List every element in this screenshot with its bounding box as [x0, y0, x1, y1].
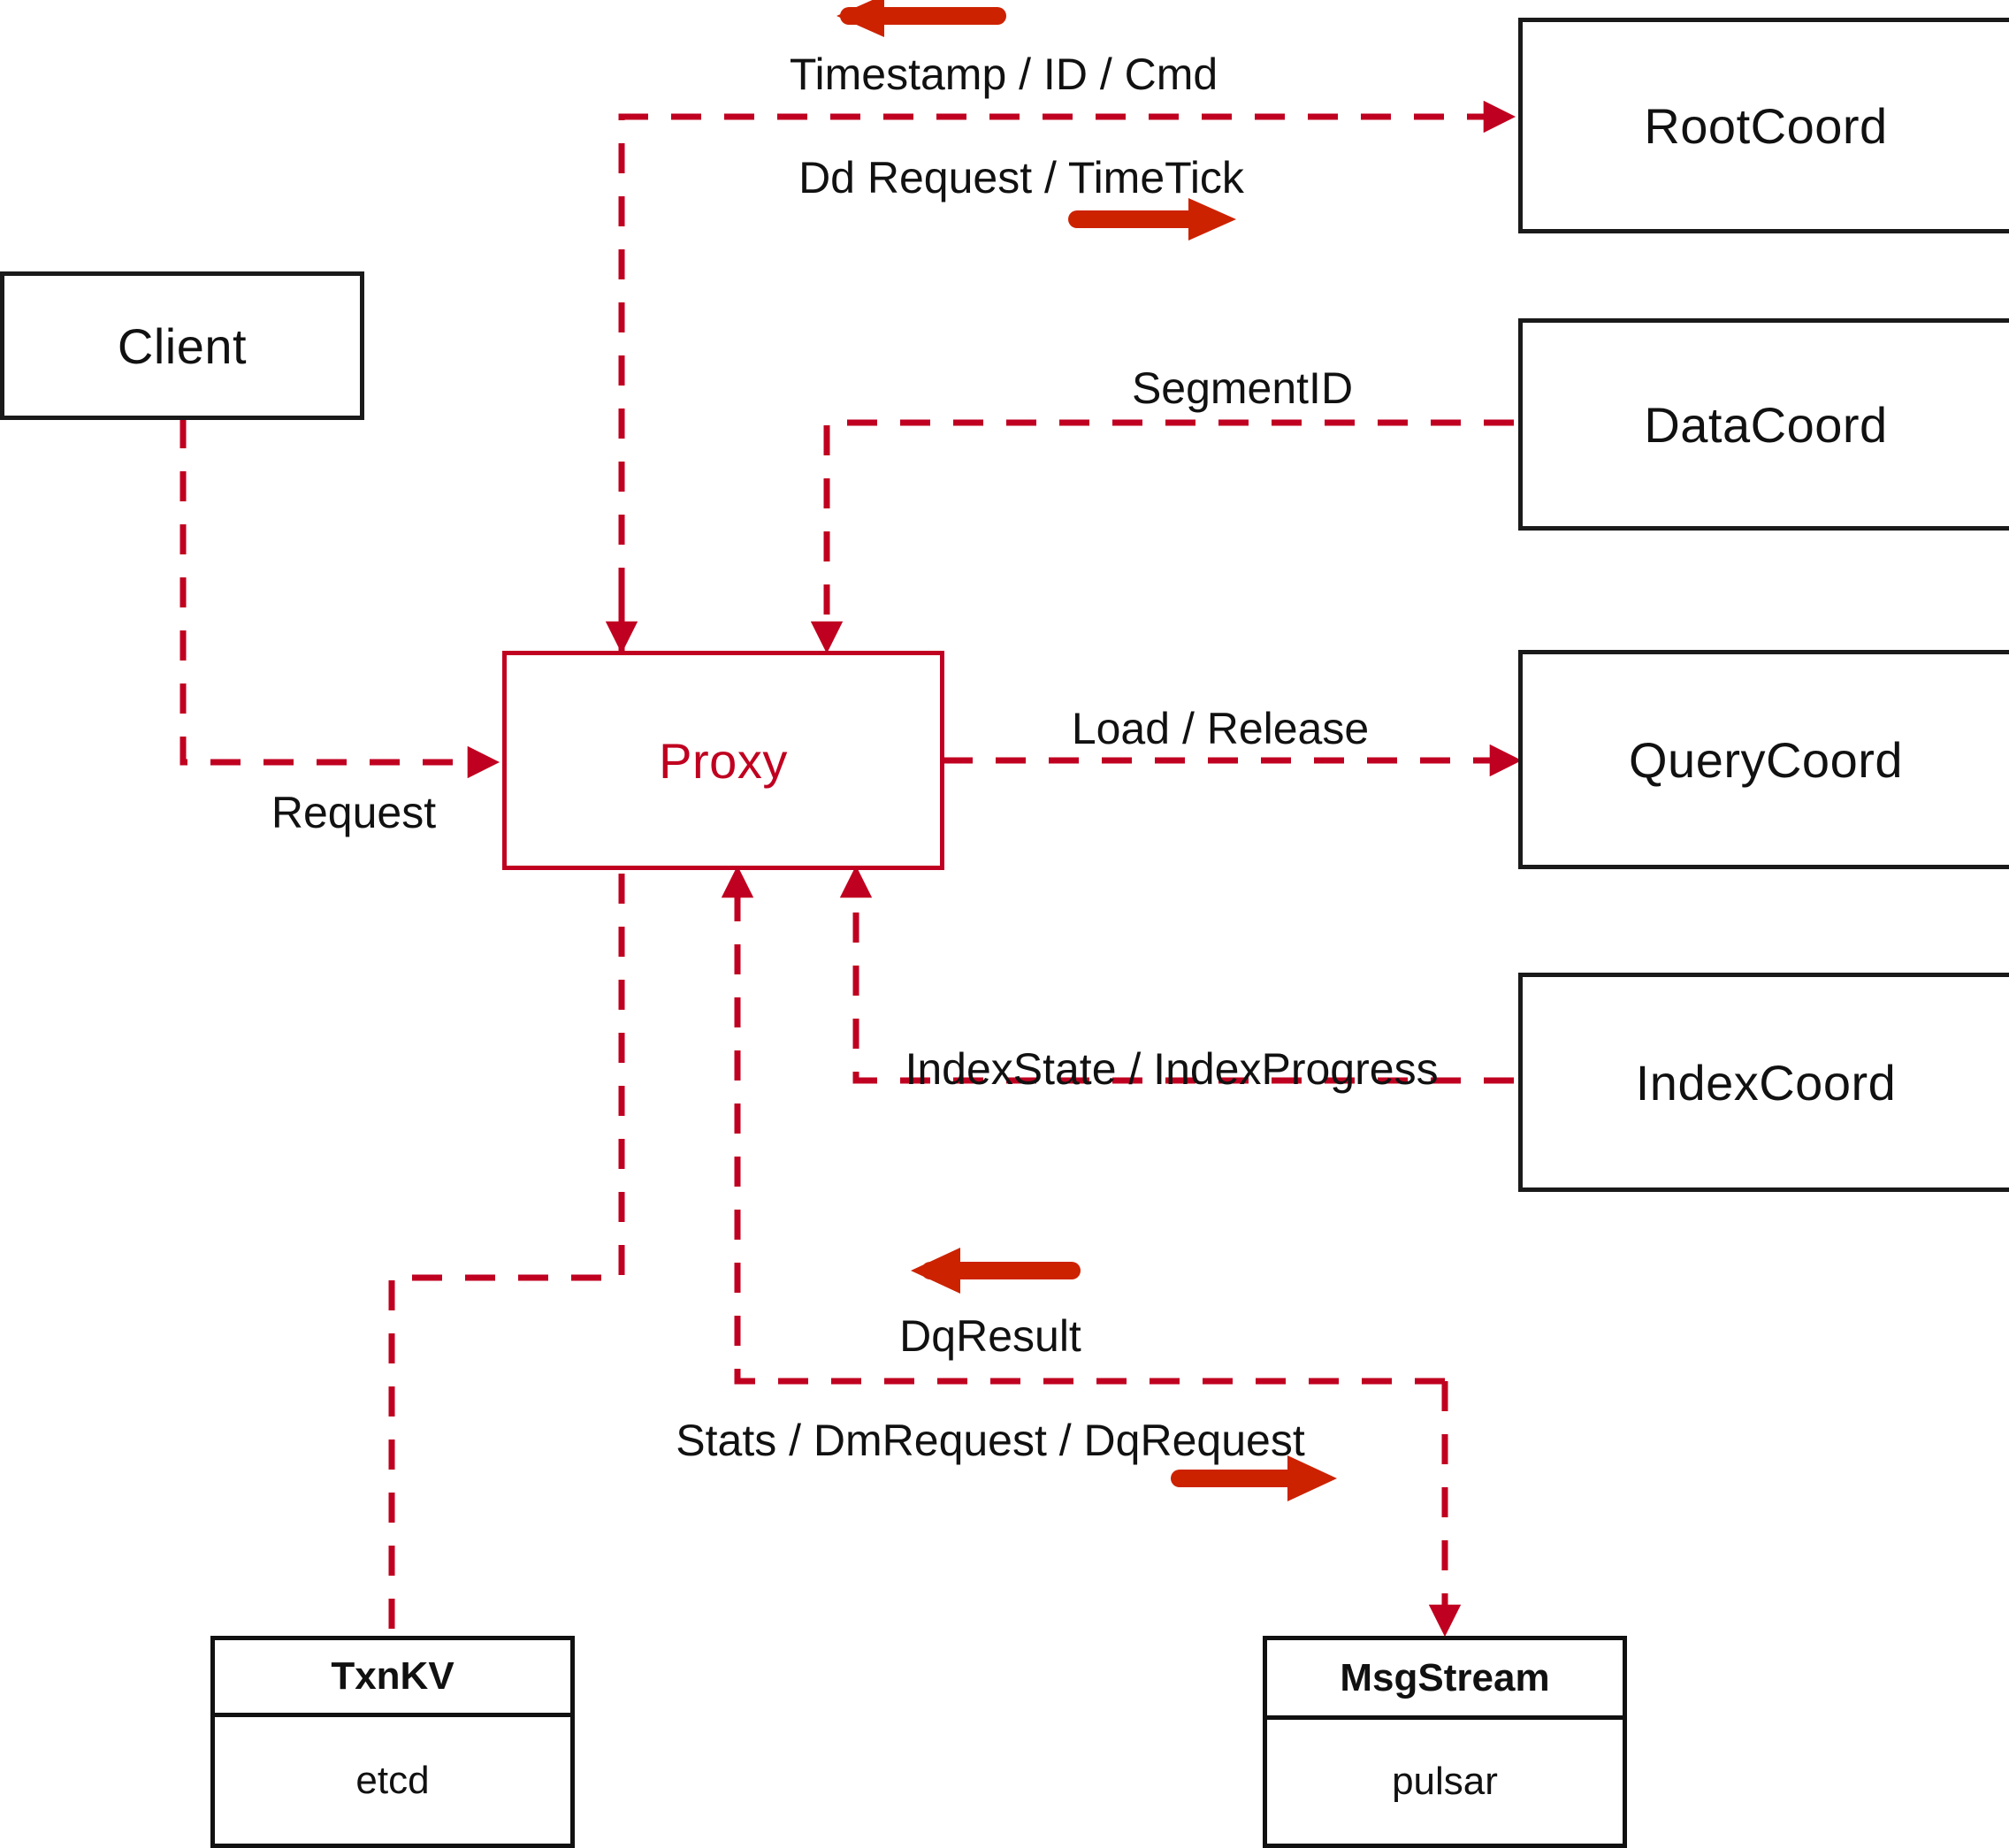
- node-querycoord-label: QueryCoord: [1628, 731, 1904, 788]
- node-msgstream-title: MsgStream: [1340, 1655, 1550, 1699]
- node-msgstream[interactable]: MsgStream pulsar: [1263, 1636, 1627, 1848]
- edge-label-dq-result: DqResult: [899, 1311, 1081, 1361]
- direction-arrow-dd-request-timetick: [1068, 198, 1236, 241]
- node-querycoord[interactable]: QueryCoord: [1518, 650, 2009, 869]
- edge-label-request: Request: [271, 788, 437, 837]
- edge-indexcoord-to-proxy: [839, 865, 1514, 1084]
- node-txnkv-body: etcd: [215, 1717, 570, 1844]
- edge-label-timestamp-id-cmd: Timestamp / ID / Cmd: [789, 50, 1218, 99]
- node-txnkv-impl: etcd: [355, 1758, 430, 1802]
- direction-arrow-stats-dm-dq-request: [1171, 1455, 1337, 1501]
- edge-proxy-to-txnkv: [388, 874, 625, 1636]
- node-indexcoord[interactable]: IndexCoord: [1518, 973, 2009, 1192]
- edge-label-dd-request-timetick: Dd Request / TimeTick: [798, 153, 1244, 202]
- direction-arrow-dq-result: [911, 1248, 1081, 1294]
- edge-label-index-state-progress: IndexState / IndexProgress: [905, 1044, 1439, 1094]
- node-txnkv[interactable]: TxnKV etcd: [210, 1636, 575, 1848]
- node-txnkv-header: TxnKV: [215, 1640, 570, 1717]
- edge-label-stats-dm-dq-request: Stats / DmRequest / DqRequest: [676, 1416, 1305, 1465]
- edge-label-segment-id: SegmentID: [1131, 363, 1354, 413]
- node-msgstream-impl: pulsar: [1392, 1760, 1498, 1803]
- node-txnkv-title: TxnKV: [331, 1654, 455, 1698]
- edge-label-load-release: Load / Release: [1071, 704, 1370, 753]
- node-client[interactable]: Client: [0, 271, 364, 420]
- node-rootcoord-label: RootCoord: [1644, 97, 1888, 154]
- node-client-label: Client: [117, 317, 248, 374]
- edge-datacoord-to-proxy: [810, 419, 1514, 654]
- node-proxy-label: Proxy: [659, 732, 788, 789]
- node-rootcoord[interactable]: RootCoord: [1518, 18, 2009, 233]
- node-msgstream-header: MsgStream: [1267, 1640, 1623, 1720]
- node-indexcoord-label: IndexCoord: [1635, 1054, 1897, 1111]
- direction-arrow-timestamp-id-cmd: [836, 0, 1006, 37]
- node-datacoord-label: DataCoord: [1644, 396, 1888, 453]
- edge-client-to-proxy: [180, 418, 500, 779]
- node-datacoord[interactable]: DataCoord: [1518, 318, 2009, 531]
- node-proxy[interactable]: Proxy: [502, 651, 944, 870]
- edge-msgstream-to-proxy: [721, 865, 1445, 1385]
- edge-proxy-to-rootcoord: [618, 100, 1516, 651]
- node-msgstream-body: pulsar: [1267, 1720, 1623, 1844]
